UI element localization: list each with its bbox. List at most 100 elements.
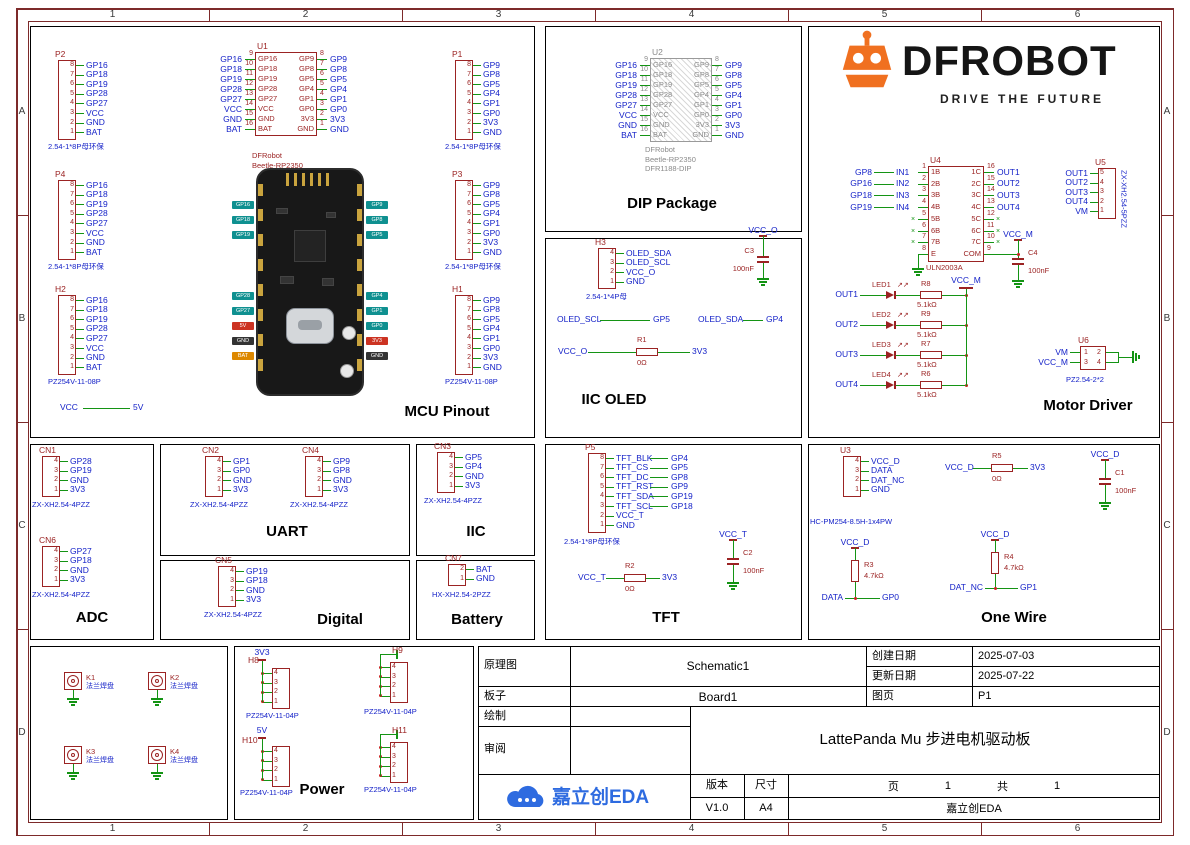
resistor-R6-body[interactable]	[920, 381, 942, 389]
net-label-GP9: GP9	[671, 481, 689, 492]
power-flag-3V3: 3V3	[254, 647, 270, 657]
connector-CN4-body[interactable]	[305, 456, 323, 498]
connector-U3-body[interactable]	[843, 456, 861, 498]
connector-H2-body[interactable]	[58, 295, 76, 375]
connector-H3-body[interactable]	[598, 248, 616, 290]
capacitor-C2-body[interactable]	[727, 558, 739, 560]
resistor-R8-body[interactable]	[920, 291, 942, 299]
capacitor-C4-body[interactable]	[1012, 258, 1024, 260]
led-LED2-symbol[interactable]	[886, 321, 894, 329]
board-pad-flag: GP16	[232, 201, 254, 209]
U4-pin-number: 16	[987, 163, 995, 170]
resistor-R7-body[interactable]	[920, 351, 942, 359]
resistor-R3-body[interactable]	[851, 560, 859, 582]
wire	[763, 236, 764, 256]
net-label-VM: VM	[1075, 205, 1088, 216]
R3-ref: R3	[864, 560, 874, 569]
led-LED3-symbol[interactable]	[886, 351, 894, 359]
connector-P3-body[interactable]	[455, 180, 473, 260]
U3-pin-number: 2	[855, 476, 859, 484]
U4-pin-number: 14	[987, 186, 995, 194]
CN6-pin-number: 2	[54, 566, 58, 574]
LED3-ref: LED3	[872, 340, 891, 349]
net-label-OUT1: OUT1	[1065, 167, 1088, 178]
capacitor-C4-body[interactable]	[1012, 263, 1024, 265]
connector-U5-body[interactable]	[1098, 168, 1116, 219]
net-label-GP4: GP4	[671, 452, 689, 463]
resistor-R2-body[interactable]	[624, 574, 646, 582]
ground-symbol	[1018, 274, 1019, 280]
no-connect-mark: ×	[996, 227, 1001, 235]
led-LED1-symbol[interactable]	[886, 291, 894, 299]
capacitor-C1-body[interactable]	[1099, 478, 1111, 480]
connector-CN1-body[interactable]	[42, 456, 60, 498]
connector-H1-body[interactable]	[455, 295, 473, 375]
CN2-pin-number: 1	[217, 485, 221, 493]
U2-pin-number: 2	[715, 116, 719, 123]
ruler-tick	[1161, 215, 1174, 216]
net-label-GP16: GP16	[86, 294, 108, 305]
U2-pin-number: 9	[644, 56, 648, 63]
ic-U6-body[interactable]	[1080, 346, 1106, 370]
net-label-VCC_T: VCC_T	[578, 572, 606, 582]
wire	[650, 496, 668, 498]
wire	[380, 654, 396, 655]
wire	[712, 135, 722, 136]
net-label-VCC: VCC	[60, 402, 78, 412]
connector-P2-body[interactable]	[58, 60, 76, 140]
U4-pin-number: 6	[922, 221, 926, 229]
dfrobot-brand-text: DFROBOT	[902, 37, 1117, 84]
connector-CN6-body[interactable]	[42, 546, 60, 588]
capacitor-C3-body[interactable]	[757, 256, 769, 258]
connector-CN5-body[interactable]	[218, 566, 236, 608]
resistor-R1-body[interactable]	[636, 348, 658, 356]
U4-ref: U4	[930, 155, 941, 165]
resistor-R9-body[interactable]	[920, 321, 942, 329]
wire	[606, 525, 614, 527]
CN2-ref: CN2	[202, 445, 220, 455]
ic-U1-body[interactable]	[255, 52, 317, 136]
wire	[896, 385, 920, 386]
capacitor-C1-body[interactable]	[1099, 483, 1111, 485]
net-label-3V3: 3V3	[330, 113, 346, 124]
wire	[861, 480, 869, 482]
net-label-GP5: GP5	[671, 462, 689, 473]
ruler-column-label: 3	[495, 9, 502, 20]
led-LED4-symbol[interactable]	[886, 381, 894, 389]
U6-pin-number: 4	[1097, 359, 1101, 366]
connector-P1-body[interactable]	[455, 60, 473, 140]
wire	[942, 385, 966, 386]
H3-package: 2.54-1*4P母	[586, 292, 627, 301]
wire	[262, 779, 272, 781]
connector-CN3-body[interactable]	[437, 452, 455, 494]
wire	[650, 467, 668, 469]
wire	[918, 207, 928, 209]
connector-H11-body[interactable]	[390, 742, 408, 784]
wire	[76, 185, 84, 186]
capacitor-C3-body[interactable]	[757, 261, 769, 263]
connector-P5-body[interactable]	[588, 453, 606, 533]
wire	[76, 194, 84, 196]
resistor-R5-body[interactable]	[991, 464, 1013, 472]
connector-P4-body[interactable]	[58, 180, 76, 260]
connector-H10-body[interactable]	[272, 746, 290, 788]
ground-symbol	[1016, 286, 1020, 288]
H1-pin-number: 5	[467, 324, 471, 332]
connector-H9-body[interactable]	[390, 662, 408, 704]
wire	[60, 570, 68, 572]
U3-ref: U3	[840, 445, 851, 455]
connector-CN2-body[interactable]	[205, 456, 223, 498]
CN6-ref: CN6	[39, 535, 57, 545]
ic-U4-body[interactable]	[928, 166, 984, 262]
capacitor-C2-body[interactable]	[727, 563, 739, 565]
wire	[262, 760, 272, 762]
resistor-R4-body[interactable]	[991, 552, 999, 574]
P5-pin-number: 1	[600, 521, 604, 529]
ground-symbol	[1101, 505, 1109, 507]
CN1-package: ZX-XH2.54-4PZZ	[32, 500, 90, 509]
ruler-column-label: 2	[302, 9, 309, 20]
wire	[380, 667, 390, 668]
connector-CN7-body[interactable]	[448, 564, 466, 587]
ic-U2-body[interactable]	[650, 58, 712, 142]
connector-H8-body[interactable]	[272, 668, 290, 710]
